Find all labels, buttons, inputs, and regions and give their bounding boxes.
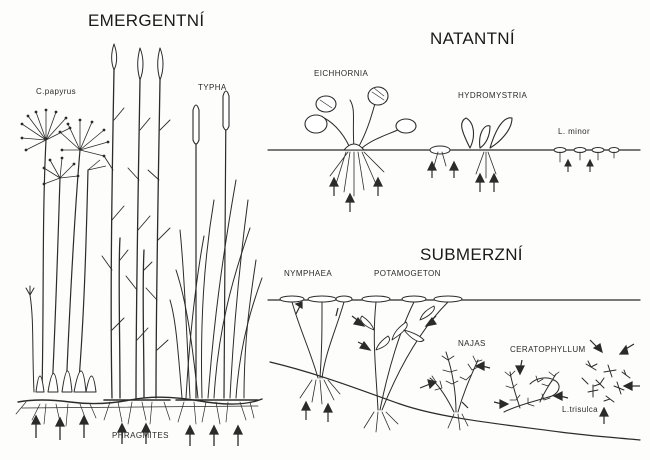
typha-plant [170, 91, 262, 424]
heading-natant: NATANTNÍ [430, 29, 515, 48]
label-najas: NAJAS [458, 339, 486, 348]
nymphaea-arrows [296, 302, 338, 422]
najas-plant [430, 352, 482, 430]
hydromystria-arrows [428, 162, 498, 192]
lminor-arrows [565, 160, 593, 172]
phragmites-plant [102, 44, 170, 424]
ceratophyllum-plant [504, 371, 559, 412]
eichhornia-plant [305, 87, 416, 196]
label-hydromystria: HYDROMYSTRIA [458, 91, 528, 100]
hydromystria-plant [430, 118, 512, 178]
ltrisulca-plant [582, 361, 630, 402]
label-papyrus: C.papyrus [36, 87, 76, 96]
label-eichhornia: EICHHORNIA [314, 69, 368, 78]
ceratophyllum-arrows [494, 360, 568, 408]
najas-arrows [420, 362, 490, 408]
heading-submerged: SUBMERZNÍ [420, 245, 523, 264]
emergent-ground [18, 397, 262, 408]
eichhornia-arrows [330, 178, 382, 212]
papyrus-plant [16, 109, 109, 426]
label-ltrisulca: L.trisulca [562, 405, 598, 414]
label-ceratophyllum: CERATOPHYLLUM [510, 345, 586, 354]
label-lminor: L. minor [558, 127, 590, 136]
label-potamogeton: POTAMOGETON [374, 269, 441, 278]
label-typha: TYPHA [198, 83, 227, 92]
heading-emergent: EMERGENTNÍ [88, 11, 204, 30]
potamogeton-plant [361, 296, 462, 432]
nymphaea-plant [280, 296, 352, 404]
label-nymphaea: NYMPHAEA [284, 269, 332, 278]
